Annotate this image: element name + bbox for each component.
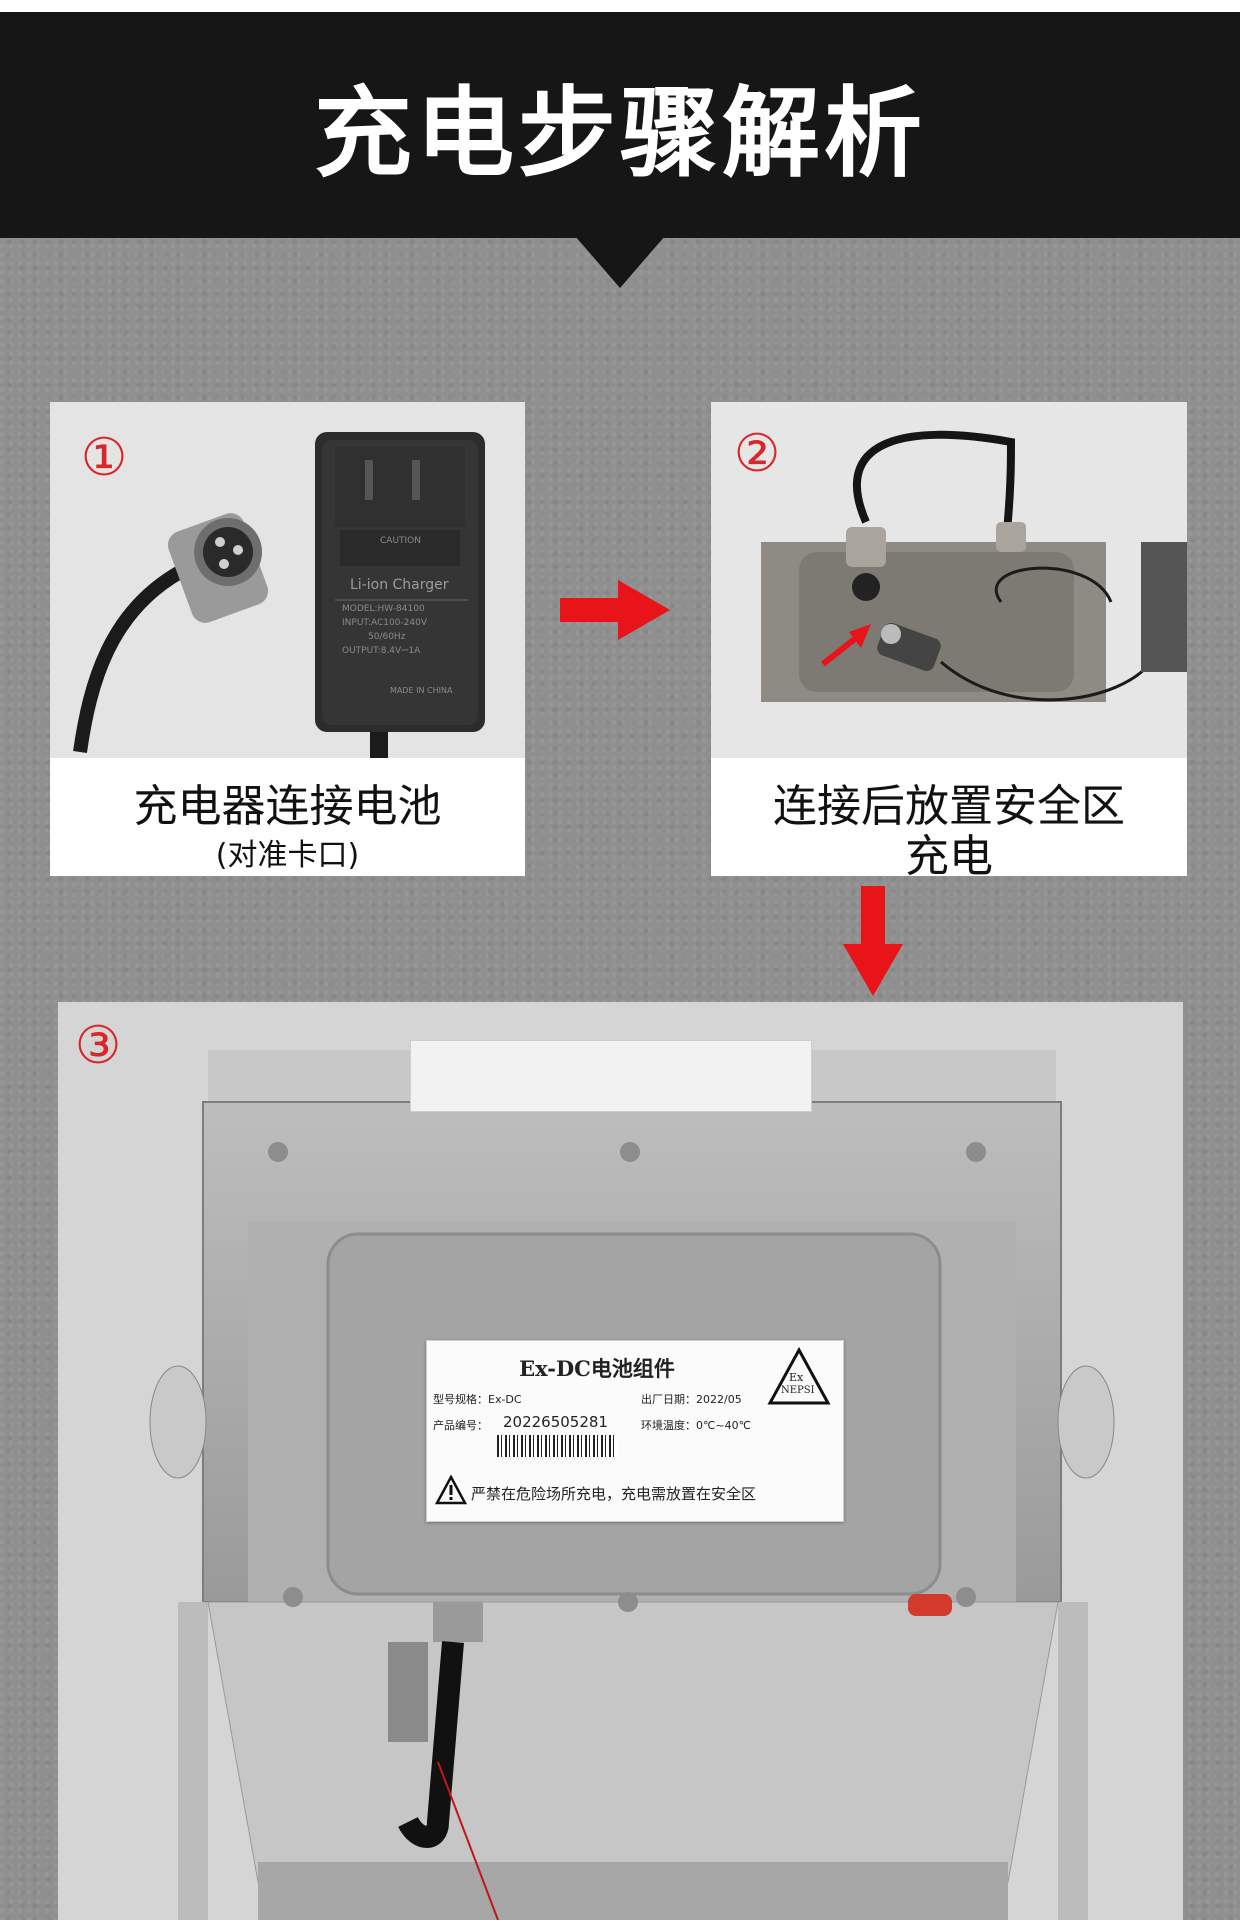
arrow-down-icon bbox=[843, 886, 903, 996]
step-1-photo: CAUTION Li-ion Charger MODEL:HW-84100 IN… bbox=[50, 402, 525, 758]
charger-model-text: MODEL:HW-84100 bbox=[342, 604, 425, 614]
charger-made-text: MADE IN CHINA bbox=[390, 686, 453, 695]
step-2-photo bbox=[711, 402, 1187, 758]
step-1-card: CAUTION Li-ion Charger MODEL:HW-84100 IN… bbox=[50, 402, 525, 876]
battery-label-plate: Ex-DC电池组件 型号规格：Ex-DC 出厂日期：2022/05 产品编号： … bbox=[426, 1340, 844, 1522]
battery-connection-illustration bbox=[761, 430, 1187, 702]
step-1-subcaption: (对准卡口) bbox=[215, 838, 360, 873]
battery-barcode bbox=[497, 1435, 617, 1457]
battery-label-temp: 环境温度：0℃~40℃ bbox=[641, 1419, 751, 1432]
ex-nepsi-mark-icon bbox=[767, 1347, 831, 1405]
step-2-caption: 连接后放置安全区 bbox=[773, 781, 1125, 832]
battery-label-title: Ex-DC电池组件 bbox=[519, 1356, 675, 1381]
step-1-caption: 充电器连接电池 bbox=[133, 781, 442, 832]
step-2-card: ② 连接后放置安全区 充电 bbox=[711, 402, 1187, 882]
device-top-label bbox=[410, 1040, 812, 1112]
battery-label-serial-label: 产品编号： bbox=[433, 1419, 488, 1432]
step-3-number: ③ bbox=[74, 1016, 122, 1076]
step-3-photo: Ex-DC电池组件 型号规格：Ex-DC 出厂日期：2022/05 产品编号： … bbox=[58, 1002, 1183, 1920]
page-title: 充电步骤解析 bbox=[313, 77, 926, 191]
header-notch bbox=[575, 236, 665, 288]
battery-label-warning: 严禁在危险场所充电，充电需放置在安全区 bbox=[471, 1485, 757, 1503]
arrow-right-icon bbox=[560, 580, 670, 640]
step-2-number: ② bbox=[733, 424, 781, 484]
charger-freq-text: 50/60Hz bbox=[368, 632, 406, 642]
charger-input-text: INPUT:AC100-240V bbox=[342, 618, 427, 628]
charger-output-text: OUTPUT:8.4V⎓1A bbox=[342, 646, 421, 656]
ex-mark-bottom-text: NEPSI bbox=[781, 1385, 815, 1396]
charger-brand-text: Li-ion Charger bbox=[350, 577, 449, 593]
warning-triangle-icon bbox=[435, 1475, 467, 1505]
charger-caution-text: CAUTION bbox=[380, 536, 421, 546]
battery-label-serial-value: 20226505281 bbox=[503, 1413, 608, 1431]
top-strip bbox=[0, 0, 1240, 12]
battery-label-model: 型号规格：Ex-DC bbox=[433, 1393, 522, 1406]
battery-label-date: 出厂日期：2022/05 bbox=[641, 1393, 742, 1406]
charger-illustration bbox=[73, 432, 485, 758]
step-1-number: ① bbox=[80, 428, 128, 488]
step-2-subcaption: 充电 bbox=[905, 831, 993, 882]
ex-mark-top-text: Ex bbox=[789, 1371, 804, 1384]
header-bar bbox=[0, 12, 1240, 238]
